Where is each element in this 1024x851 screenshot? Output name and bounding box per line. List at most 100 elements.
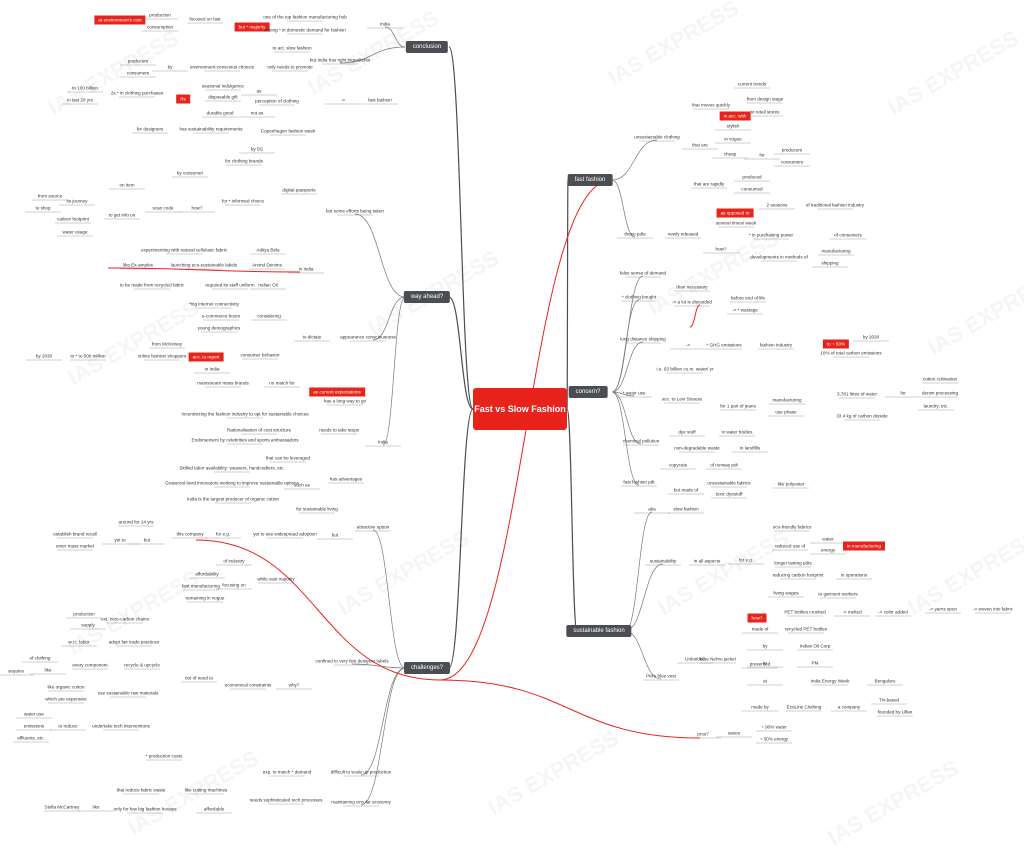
node-experimenting[interactable]: experimenting with natural cellulosic fa… [140,247,228,253]
node-melted[interactable]: -> melted [842,609,862,615]
node-env-conscious[interactable]: environment-conscious choices [189,64,255,70]
node-effluents[interactable]: effluents, etc. [17,735,45,741]
node-india-energy[interactable]: India Energy Week [810,678,850,684]
node-a-company[interactable]: a company [837,704,861,710]
node-largest-producer[interactable]: India is the largest producer of organic… [187,496,279,502]
node-water-use[interactable]: water use [24,711,44,717]
node-carbon-footprint[interactable]: carbon footprint [57,216,89,222]
node-arrow[interactable]: -> [340,97,346,103]
node-fashion-industry[interactable]: fashion industry [759,342,793,348]
node-false-demand[interactable]: false sense of demand [619,270,667,276]
node-one-of-top[interactable]: one of the top fashion manufacturing hub [263,14,347,20]
node-how-ff[interactable]: how? [715,246,727,252]
node-2-seasons[interactable]: 2 seasons [766,202,788,208]
node-like-cutting[interactable]: like cutting machines [184,787,228,793]
node-color-added[interactable]: -> color added [878,609,908,615]
node-of-clothing[interactable]: of clothing [29,655,51,661]
node-to-shop[interactable]: to shop [35,205,51,211]
hub-concern[interactable]: concern? [568,386,608,398]
node-clothing-bought[interactable]: * clothing bought [621,294,657,300]
node-by-5g[interactable]: by 5G [250,146,264,152]
node-affordable[interactable]: affordable [203,806,225,812]
node-ecoline[interactable]: EcoLine Clothing [786,704,822,710]
node-reduced-use[interactable]: reduced use of [774,543,806,549]
node-tn-based[interactable]: TN-based [878,697,900,703]
node-considering[interactable]: considering [257,313,281,319]
node-how-q[interactable]: how? [191,205,203,211]
node-for-clothing-brands[interactable]: for clothing brands [225,158,263,164]
node-establish-brand[interactable]: establish brand recall [53,531,97,537]
node-of-consumers[interactable]: of consumers [834,232,862,238]
node-to-garment-workers[interactable]: to garment workers [818,591,858,597]
node-indian-oil-corp[interactable]: Indian Oil Corp [799,643,831,649]
node-production[interactable]: production [149,12,171,18]
node-before-end-life[interactable]: before end of life [730,295,766,301]
node-zero-carbon[interactable]: ext. zero-carbon chains [101,616,149,622]
node-that-are[interactable]: that are [692,142,708,148]
node-not-as[interactable]: not as [250,110,264,116]
node-its-journey[interactable]: its journey [66,198,88,204]
node-but-made-of[interactable]: but made of [673,487,699,493]
node-every-component[interactable]: every component [72,662,108,668]
node-2x-purchases[interactable]: 2x * in clothing purchases [110,90,164,96]
node-unbottled[interactable]: Unbottled [685,656,705,662]
node-yarns-spun[interactable]: -> yarns spun [929,606,957,612]
node-producers-ff[interactable]: producers [781,147,803,153]
node-arrow-ls[interactable]: -> [685,342,691,348]
node-skilled-labor[interactable]: Skilled labor availability: weavers, han… [179,465,285,471]
node-that-are-rapidly[interactable]: that are rapidly [693,181,725,187]
node-sophisticated-tech[interactable]: needs sophisticated tech processes [249,797,323,803]
node-in-landfills[interactable]: in landfills [739,445,761,451]
node-only-needs[interactable]: only needs to promote [267,64,313,70]
node-by-pm[interactable]: by [762,643,768,649]
node-appearance[interactable]: appearance consciousness [340,334,396,340]
node-at-pm[interactable]: at [763,678,767,684]
node-incentivizing[interactable]: Incentivizing the fashion industry to op… [181,411,309,417]
node-for-ff[interactable]: for [759,152,765,158]
node-launching-eco[interactable]: launching eco-sustainable labels [170,262,238,268]
node-from-design[interactable]: from design stage [746,96,784,102]
node-cheap[interactable]: cheap [723,151,737,157]
node-chemical-pollution[interactable]: chemical pollution [622,438,660,444]
node-to-100-billion[interactable]: to 100 billion [72,85,98,91]
node-saves[interactable]: saves [727,730,741,736]
node-digital-passports[interactable]: digital passports [282,187,316,193]
node-fast-fashion-c[interactable]: fast fashion [368,97,392,103]
node-consumer-behavior[interactable]: consumer behavior [240,352,280,358]
node-founded-by[interactable]: founded by Ulfan [877,709,913,715]
node-that-moves-quickly[interactable]: that moves quickly [692,102,730,108]
node-in-all-aspects[interactable]: in all aspects [693,558,721,564]
node-scan-code[interactable]: scan code [152,205,174,211]
node-manufacturing-w[interactable]: manufacturing [772,397,802,403]
node-purchasing-power[interactable]: * in purchasing power [748,232,794,238]
hub-way-ahead[interactable]: way ahead? [403,291,451,303]
node-pms-blue-vest[interactable]: PM's blue vest [646,673,676,679]
node-out-of-need[interactable]: out of need to [184,675,214,681]
node-pm[interactable]: PM [811,660,819,666]
node-fast-manufacturing[interactable]: fast manufacturing [182,583,220,589]
node-consumers-ff[interactable]: consumers [780,159,804,165]
hub-challenges[interactable]: challenges? [403,662,451,674]
node-like-stella[interactable]: like [92,804,100,810]
node-production-costs[interactable]: * production costs [145,753,183,759]
node-to-dictate[interactable]: to dictate [302,334,322,340]
node-to-pm[interactable]: to [763,660,767,666]
node-copenhagen[interactable]: Copenhagen fashion week [260,128,316,134]
node-to-act-slow[interactable]: to act. slow fashion [272,45,312,51]
node-consumers-c[interactable]: consumers [126,70,150,76]
node-denim-processing[interactable]: denim processing [921,390,959,396]
node-yet-to[interactable]: yet to [114,537,126,543]
node-cotton-cultivation[interactable]: cotton cultivation [922,376,958,382]
node-wrt-labor[interactable]: w.r.t. labor [68,639,90,645]
node-endorsement[interactable]: Endorsement by celebrities and sports am… [191,437,299,443]
node-for-eg[interactable]: for e.g. [215,531,231,537]
node-india-w[interactable]: India [378,439,388,445]
node-for-sustainable[interactable]: for sustainable living [296,506,338,512]
node-for-designers[interactable]: for designers [136,126,164,132]
node-mainstream-brands[interactable]: mainstream mass brands [197,380,249,386]
node-to-reduce[interactable]: to reduce [58,723,78,729]
node-producers-c[interactable]: producers [127,58,149,64]
node-focusing-on[interactable]: focusing on [222,582,246,588]
node-for-eg-s[interactable]: for e.g. [738,557,754,563]
node-in-india-w[interactable]: in India [298,266,314,272]
